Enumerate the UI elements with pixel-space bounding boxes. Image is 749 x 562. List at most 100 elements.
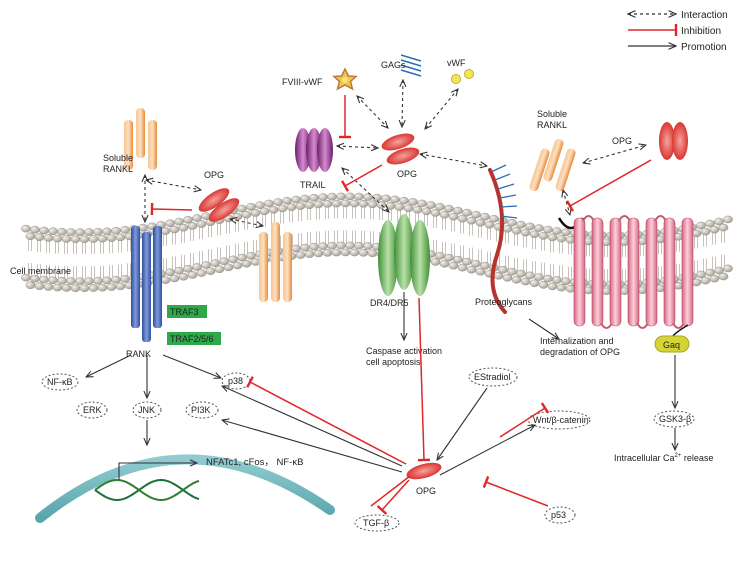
lipid-head bbox=[52, 234, 63, 243]
node-p53: p53 bbox=[544, 506, 576, 524]
gsk3-label: GSK3-β bbox=[659, 414, 691, 424]
lipid-head bbox=[457, 214, 468, 223]
gpcr-helix bbox=[609, 217, 622, 327]
lipid-head bbox=[318, 193, 328, 201]
node-gsk3: GSK3-β bbox=[653, 410, 695, 428]
lipid-head bbox=[196, 269, 207, 277]
lipid-head bbox=[241, 259, 252, 268]
lipid-head bbox=[507, 267, 517, 276]
lipid-head bbox=[246, 252, 256, 260]
lipid-head bbox=[111, 226, 121, 235]
lipid-head bbox=[412, 205, 423, 214]
lipid-head bbox=[25, 281, 36, 289]
lipid-head bbox=[228, 255, 238, 264]
opg-left-label: OPG bbox=[204, 170, 224, 180]
opg-left-protein-icon bbox=[198, 188, 240, 222]
lipid-head bbox=[462, 208, 472, 217]
lipid-head bbox=[538, 232, 549, 240]
lipid-head bbox=[354, 192, 364, 201]
jnk-label: JNK bbox=[138, 405, 155, 415]
lipid-head bbox=[709, 274, 720, 283]
lipid-head bbox=[426, 201, 436, 209]
lipid-head bbox=[507, 218, 517, 227]
lipid-head bbox=[160, 227, 171, 235]
lipid-head bbox=[471, 210, 481, 219]
proteoglycans-label: Proteoglycans bbox=[475, 297, 533, 307]
lipid-head bbox=[498, 265, 508, 274]
lipid-head bbox=[466, 265, 477, 274]
lipid-head bbox=[399, 196, 409, 205]
lipid-head bbox=[70, 284, 81, 292]
lipid-head bbox=[718, 223, 729, 232]
lipid-head bbox=[471, 259, 481, 268]
lipid-head bbox=[75, 228, 85, 236]
lipid-head bbox=[367, 200, 378, 209]
dna-helix bbox=[94, 478, 200, 502]
legend: Interaction Inhibition Promotion bbox=[628, 10, 728, 53]
lipid-head bbox=[70, 235, 81, 243]
lipid-head bbox=[714, 217, 724, 226]
lipid-head bbox=[273, 198, 283, 206]
lipid-head bbox=[88, 284, 99, 292]
fviii-vwf-star-icon bbox=[332, 67, 358, 91]
lipid-head bbox=[493, 271, 504, 280]
lipid-head bbox=[709, 225, 720, 234]
gags-icon bbox=[400, 54, 422, 77]
dr4-dr5-receptor-icon bbox=[378, 214, 430, 296]
lipid-head bbox=[331, 248, 342, 257]
lipid-head bbox=[300, 243, 310, 252]
lipid-head bbox=[435, 203, 445, 211]
lipid-head bbox=[120, 226, 130, 234]
lipid-head bbox=[250, 209, 261, 217]
lipid-head bbox=[516, 269, 526, 278]
lipid-head bbox=[187, 222, 198, 230]
lipid-head bbox=[241, 210, 252, 219]
lipid-head bbox=[223, 263, 234, 272]
promotion-arrows bbox=[86, 292, 675, 480]
lipid-head bbox=[219, 257, 229, 266]
lipid-head bbox=[205, 267, 216, 275]
lipid-head bbox=[39, 226, 49, 235]
lipid-head bbox=[475, 218, 486, 227]
lipid-head bbox=[543, 225, 553, 234]
lipid-head bbox=[48, 227, 58, 236]
lipid-head bbox=[84, 277, 94, 285]
lipid-head bbox=[394, 203, 405, 211]
lipid-head bbox=[268, 205, 279, 214]
lipid-head bbox=[520, 228, 531, 237]
rank-label: RANK bbox=[126, 349, 151, 359]
legend-inhibition-label: Inhibition bbox=[681, 26, 721, 37]
lipid-head bbox=[300, 194, 310, 203]
lipid-head bbox=[106, 283, 117, 291]
gpcr-helix bbox=[573, 217, 586, 327]
lipid-head bbox=[309, 193, 319, 202]
lipid-head bbox=[327, 241, 337, 250]
lipid-head bbox=[237, 204, 247, 213]
lipid-head bbox=[336, 241, 346, 250]
lipid-head bbox=[556, 283, 567, 292]
lipid-head bbox=[525, 271, 535, 280]
lipid-head bbox=[408, 198, 418, 206]
membrane-rankl-icon bbox=[259, 222, 292, 302]
lipid-head bbox=[237, 253, 247, 262]
lipid-head bbox=[502, 224, 513, 233]
lipid-head bbox=[111, 275, 121, 284]
lipid-head bbox=[21, 224, 31, 233]
node-pi3k: PI3K bbox=[185, 401, 219, 419]
lipid-head bbox=[61, 284, 72, 292]
node-estradiol: EStradiol bbox=[468, 367, 518, 387]
lipid-head bbox=[160, 276, 171, 284]
lipid-head bbox=[489, 214, 499, 223]
lipid-head bbox=[466, 216, 477, 225]
lipid-head bbox=[403, 204, 414, 213]
lipid-head bbox=[502, 273, 513, 282]
lipid-head bbox=[75, 277, 85, 285]
lipid-head bbox=[696, 221, 706, 230]
lipid-head bbox=[79, 284, 90, 292]
lipid-head bbox=[169, 225, 180, 234]
lipid-head bbox=[363, 242, 373, 250]
lipid-head bbox=[174, 266, 184, 275]
lipid-head bbox=[358, 248, 369, 257]
